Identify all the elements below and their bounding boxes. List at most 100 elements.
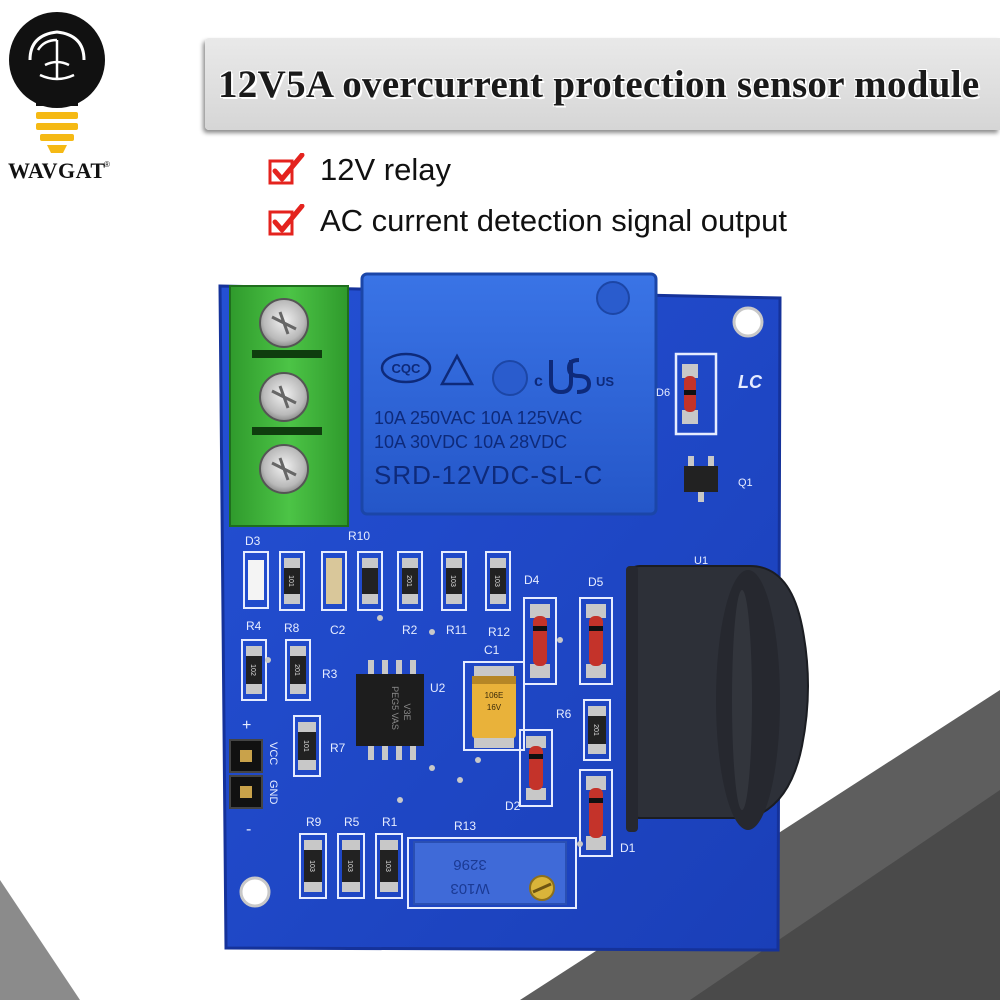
led-d3	[243, 551, 269, 609]
ic-u2: PEG5 VAS V3E	[356, 660, 424, 760]
relay-rating-1: 10A 250VAC 10A 125VAC	[374, 408, 583, 428]
resistor-r6: 201	[583, 699, 611, 761]
resistor-r9: 103	[299, 833, 327, 899]
resistor-code: 101	[302, 740, 309, 752]
capacitor-c1: 106E 16V	[463, 661, 525, 751]
registered-mark: ®	[104, 160, 110, 169]
resistor-code: 101	[287, 575, 294, 587]
silk-r13: R13	[454, 819, 476, 833]
silk-gnd: GND	[267, 780, 279, 805]
mounting-hole	[239, 876, 271, 908]
diode-d1	[579, 769, 613, 857]
feature-item: 12V relay	[268, 150, 451, 190]
capacitor-c2	[321, 551, 347, 611]
diode-d6	[674, 352, 718, 436]
silk-d1: D1	[620, 841, 636, 855]
potentiometer-r13[interactable]: 3296 W103	[407, 837, 577, 909]
cert-cqc: CQC	[392, 361, 422, 376]
brand-name: WAVGAT	[8, 158, 106, 183]
resistor-r3-top	[357, 551, 383, 611]
silk-q1: Q1	[738, 477, 753, 489]
silk-r10: R10	[348, 529, 370, 543]
silk-d3: D3	[245, 534, 261, 548]
diode-d5	[579, 597, 613, 685]
ul-mark	[549, 358, 592, 395]
relay-model: SRD-12VDC-SL-C	[374, 460, 603, 490]
ic-marking: PEG5 VAS	[390, 686, 400, 730]
pot-value: W103	[450, 880, 489, 897]
silk-r3: R3	[322, 667, 338, 681]
terminal-screw	[259, 372, 309, 422]
resistor-r11: 103	[441, 551, 467, 611]
relay-rating-2: 10A 30VDC 10A 28VDC	[374, 432, 567, 452]
terminal-screw	[259, 444, 309, 494]
checkmark-icon	[268, 153, 305, 185]
feature-text: AC current detection signal output	[320, 203, 787, 238]
resistor-r5: 103	[337, 833, 365, 899]
silk-r8: R8	[284, 621, 300, 635]
silk-r12: R12	[488, 625, 510, 639]
resistor-r10: 101	[279, 551, 305, 611]
silk-d5: D5	[588, 575, 604, 589]
silk-c2: C2	[330, 623, 346, 637]
cert-us: US	[596, 374, 614, 389]
silk-r7: R7	[330, 741, 346, 755]
silk-r6: R6	[556, 707, 572, 721]
title-banner	[205, 38, 1000, 130]
silk-minus: -	[246, 821, 251, 838]
pot-marking: 3296	[453, 856, 486, 873]
current-transformer-u1	[626, 565, 809, 832]
resistor-code: 103	[308, 860, 315, 872]
transistor-q1	[684, 456, 718, 502]
silk-c1: C1	[484, 643, 500, 657]
silk-d2: D2	[505, 799, 521, 813]
resistor-code: 201	[293, 664, 300, 676]
brand-logo: WAVGAT ®	[0, 0, 140, 200]
silk-d4: D4	[524, 573, 540, 587]
resistor-r4: 102	[241, 639, 267, 701]
feature-item: AC current detection signal output	[268, 201, 787, 241]
silk-r2: R2	[402, 623, 418, 637]
diode-d2	[519, 729, 553, 807]
resistor-r2: 201	[397, 551, 423, 611]
resistor-code: 201	[592, 724, 599, 736]
resistor-code: 201	[405, 575, 412, 587]
cqc-mark	[380, 352, 432, 384]
silk-r1: R1	[382, 815, 398, 829]
cap-marking-2: 16V	[487, 703, 502, 712]
silk-r11: R11	[446, 623, 467, 637]
silk-d6: D6	[656, 387, 670, 399]
diode-d4	[523, 597, 557, 685]
relay: CQC c US 10A 250VAC 10A 125VAC 10A 30VDC…	[360, 272, 658, 516]
silk-plus: +	[242, 717, 251, 734]
cap-marking: 106E	[485, 691, 504, 700]
cert-c: c	[534, 373, 543, 390]
bg-left-triangle	[0, 880, 80, 1000]
silk-vcc: VCC	[267, 742, 279, 765]
silk-u1: U1	[694, 555, 708, 567]
silk-r4: R4	[246, 619, 262, 633]
warning-triangle-icon	[439, 353, 475, 386]
resistor-code: 103	[384, 860, 391, 872]
silk-r5: R5	[344, 815, 360, 829]
screw-terminal-block	[229, 285, 349, 527]
silk-r9: R9	[306, 815, 322, 829]
feature-text: 12V relay	[320, 152, 451, 187]
resistor-r7: 101	[293, 715, 321, 777]
resistor-r12: 103	[485, 551, 511, 611]
terminal-screw	[259, 298, 309, 348]
vias	[265, 615, 583, 847]
pin-header[interactable]	[229, 739, 263, 809]
resistor-code: 102	[249, 664, 256, 676]
resistor-code: 103	[449, 575, 456, 587]
resistor-r8: 201	[285, 639, 311, 701]
silk-u2: U2	[430, 681, 446, 695]
mounting-hole	[732, 306, 764, 338]
lightbulb-brain-icon	[9, 12, 105, 153]
ic-marking-2: V3E	[402, 703, 412, 720]
banner-title: 12V5A overcurrent protection sensor modu…	[218, 63, 980, 106]
resistor-code: 103	[346, 860, 353, 872]
resistor-r1: 103	[375, 833, 403, 899]
